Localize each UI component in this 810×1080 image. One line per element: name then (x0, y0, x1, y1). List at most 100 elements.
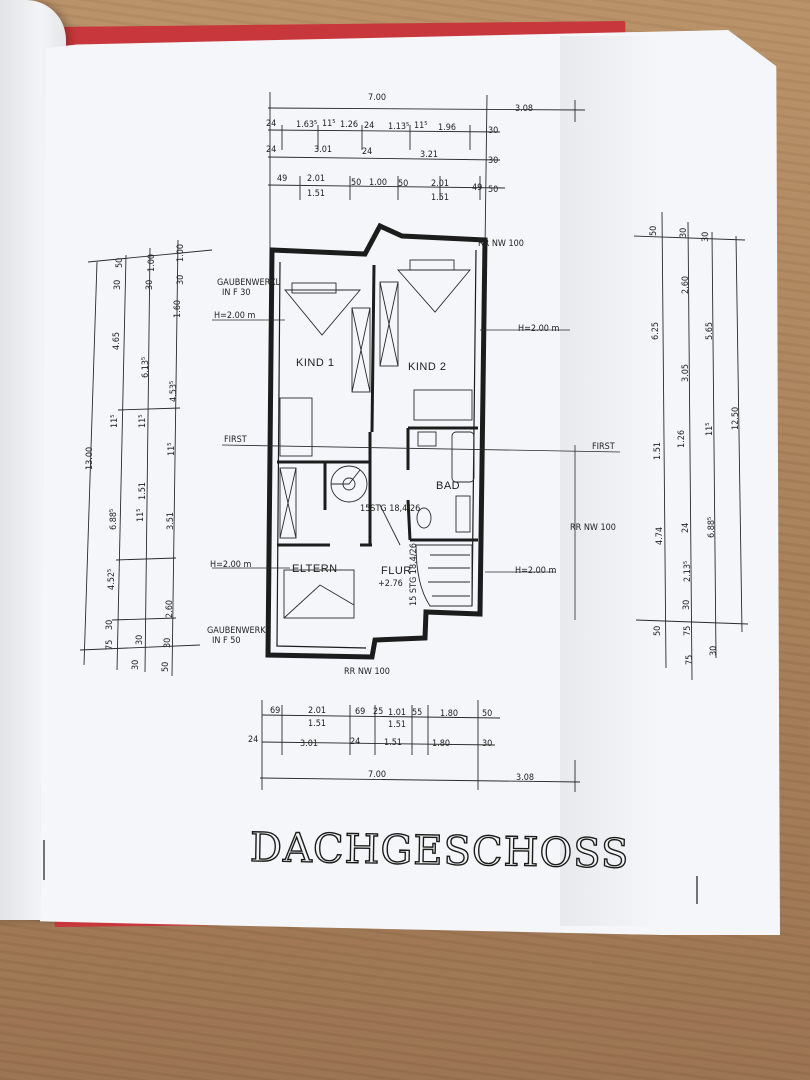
note-gaubenwerk-top: GAUBENWERKL (217, 278, 281, 288)
dim-top-r1-8: 30 (488, 126, 498, 136)
dim-left-total: 13.00 (85, 447, 95, 470)
dim-top-r3-5: 50 (398, 179, 408, 189)
dim-bot-r1-3: 69 (355, 707, 365, 717)
room-kind1: KIND 1 (296, 357, 334, 369)
dim-bot-overhang: 3.08 (516, 773, 534, 783)
dim-left-mid-2: 6.13⁵ (141, 357, 151, 378)
note-stair-top: 15STG 18,4/26 (360, 504, 420, 514)
dim-bot-overall: 7.00 (368, 770, 386, 780)
dim-right-c2-0: 30 (679, 228, 689, 238)
dim-bot-r2-5: 30 (482, 739, 492, 749)
dim-left-outer-0: 50 (115, 258, 125, 268)
leaders (212, 319, 621, 620)
flur-level: +2.76 (378, 579, 403, 589)
dim-top-r2-0: 24 (266, 145, 276, 155)
dim-right-c1-4: 50 (653, 626, 663, 636)
furniture (279, 259, 475, 619)
dim-top-r1-5: 1.13⁵ (388, 122, 409, 132)
dim-top-r3-4: 1.00 (369, 178, 387, 188)
dim-bot-r1-9: 50 (482, 709, 492, 719)
dim-top-r3-0: 49 (277, 174, 287, 184)
dim-bot-r1-8: 1.80 (440, 709, 458, 719)
dim-right-c2-5: 2.13⁵ (683, 561, 693, 582)
dim-right-c3-1: 5.65 (705, 322, 715, 340)
dim-left-outer-5: 4.52⁵ (107, 569, 117, 590)
dim-bot-r1-7: 55 (412, 708, 422, 718)
right-dimensions (633, 211, 749, 681)
bottom-dimensions (259, 700, 581, 792)
dim-right-c1-1: 6.25 (651, 322, 661, 340)
left-dim-labels: 13.00 50 30 4.65 11⁵ 6.88⁵ 4.52⁵ 30 75 3… (85, 244, 186, 672)
dim-right-c1-3: 4.74 (655, 527, 665, 545)
dim-left-mid-7: 50 (161, 662, 171, 672)
dim-bot-r1-1: 2.01 (308, 706, 326, 716)
dim-top-r2-1: 3.01 (314, 145, 332, 155)
dim-left-mid-4: 1.51 (138, 482, 148, 500)
note-h-kind1: H=2.00 m (214, 311, 255, 321)
dim-bot-r2-1: 3.01 (300, 739, 318, 749)
dim-right-c2-1: 2.60 (681, 276, 691, 294)
dim-top-r2-3: 3.21 (420, 150, 438, 160)
dim-top-r3-3: 50 (351, 178, 361, 188)
dim-left-in-5: 3.51 (166, 512, 176, 530)
note-first-left: FIRST (224, 435, 247, 445)
right-dim-labels: 50 6.25 1.51 4.74 50 75 30 2.60 3.05 1.2… (649, 226, 741, 665)
note-gaubenwerk-bottom-sub: IN F 50 (212, 636, 241, 646)
dim-left-in-7: 30 (163, 638, 173, 648)
dim-left-mid-3: 11⁵ (138, 414, 148, 428)
dim-top-r3-8: 49 (472, 183, 482, 193)
dim-left-in-6: 2.60 (165, 600, 175, 618)
note-rr-bottom: RR NW 100 (344, 667, 390, 677)
dim-left-in-3: 4.53⁵ (169, 381, 179, 402)
note-rr-top: RR NW 100 (478, 239, 524, 249)
dim-bot-r1-2: 1.51 (308, 719, 326, 729)
dim-top-r3-2: 1.51 (307, 189, 325, 199)
dim-right-c1-2: 1.51 (653, 442, 663, 460)
dim-left-mid-5: 11⁵ (136, 508, 146, 522)
note-stair-side: 15 STG 18,4/26 (409, 543, 419, 606)
note-h-eltern: H=2.00 m (210, 560, 251, 570)
room-eltern: ELTERN (292, 563, 338, 575)
dim-top-r3-1: 2.01 (307, 174, 325, 184)
note-rr-right: RR NW 100 (570, 523, 616, 533)
dim-left-mid-6: 30 (135, 635, 145, 645)
note-gaubenwerk-top-sub: IN F 30 (222, 288, 251, 298)
drawing-title: DACHGESCHOSS (249, 824, 631, 878)
dim-left-outer-8: 30 (131, 660, 141, 670)
dim-bot-r2-3: 1.51 (384, 738, 402, 748)
dim-left-outer-3: 11⁵ (110, 414, 120, 428)
note-first-right: FIRST (592, 442, 615, 452)
dim-bot-r2-2: 24 (350, 737, 360, 747)
dim-right-c3-0: 30 (701, 232, 711, 242)
dim-bot-r1-5: 1.01 (388, 708, 406, 718)
dim-top-r1-6: 11⁵ (414, 121, 428, 131)
dim-right-c1-0: 50 (649, 226, 659, 236)
dim-left-mid-1: 30 (145, 280, 155, 290)
note-h-flur: H=2.00 m (515, 566, 556, 576)
dim-left-in-2: 1.60 (173, 300, 183, 318)
dim-left-in-1: 30 (176, 275, 186, 285)
room-kind2: KIND 2 (408, 361, 446, 373)
dim-top-r2-2: 24 (362, 147, 372, 157)
dim-top-r1-4: 24 (364, 121, 374, 131)
dim-top-r1-7: 1.96 (438, 123, 456, 133)
dim-top-r2-4: 30 (488, 156, 498, 166)
dim-left-outer-7: 75 (105, 640, 115, 650)
dim-left-outer-1: 30 (113, 280, 123, 290)
room-flur: FLUR (381, 565, 412, 577)
plan-sheet (40, 30, 780, 935)
dim-top-r1-0: 24 (266, 119, 276, 129)
dim-right-c2-3: 1.26 (677, 430, 687, 448)
dim-right-c1-5: 75 (685, 655, 695, 665)
dim-right-c3-4: 30 (709, 646, 719, 656)
dim-top-r1-1: 1.63⁵ (296, 120, 317, 130)
dim-bot-r2-0: 24 (248, 735, 258, 745)
dim-bot-r1-4: 25 (373, 707, 383, 717)
dim-left-in-0: 1.00 (176, 244, 186, 262)
dim-left-outer-6: 30 (105, 620, 115, 630)
top-dimensions (267, 92, 586, 251)
dim-top-r1-2: 11⁵ (322, 119, 336, 129)
dim-top-r1-3: 1.26 (340, 120, 358, 130)
dim-right-c2-4: 24 (681, 523, 691, 533)
